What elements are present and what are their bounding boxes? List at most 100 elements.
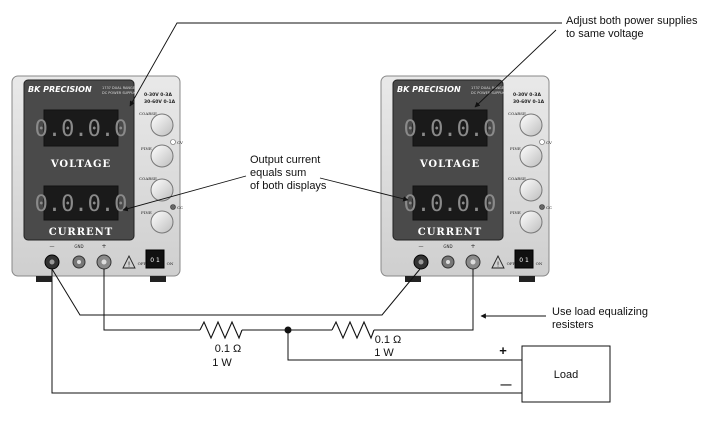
coarse-label-v: COARSE [508,111,526,116]
cc-label: CC [546,205,552,210]
brand-logo: BK PRECISION [397,85,461,94]
supply-foot-right [150,276,166,282]
resistor-1 [199,320,243,340]
terminal-hole [49,259,55,265]
voltage-coarse-knob[interactable] [519,113,543,137]
callout-output-right [319,177,409,202]
cc-label: CC [177,205,183,210]
model-line-2: DC POWER SUPPLY [102,91,136,95]
off-label: OFF [138,261,147,266]
cv-label: CV [546,140,552,145]
wire-positive-2 [374,269,474,331]
supply-foot-right [519,276,535,282]
voltage-label: VOLTAGE [50,159,111,170]
callout-output-left [122,175,247,212]
annotation-adjust-voltage: Adjust both power supplies to same volta… [566,15,698,40]
junction-node [284,326,292,334]
supply-foot-left [405,276,421,282]
plus-terminal-label: + [101,243,106,250]
callouts [122,22,562,319]
current-display [412,185,488,221]
voltage-label: VOLTAGE [419,159,480,170]
switch-marks: 0 1 [519,257,529,264]
supply-foot-left [36,276,52,282]
current-digits: 0.0.0.0 [404,192,497,217]
warning-icon [491,254,505,269]
resistor-1-power: 1 W [212,357,232,369]
voltage-coarse-knob[interactable] [150,113,174,137]
power-supply-2: BK PRECISION 1737 DUAL RANGE DC POWER SU… [380,75,552,282]
annotation-load-resistors: Use load equalizing resisters [552,306,649,331]
current-label: CURRENT [49,227,114,238]
minus-terminal-label: — [419,244,424,250]
cc-led [170,204,176,210]
current-display [43,185,119,221]
wire-negative-return [51,269,522,394]
fine-label-v: FINE [510,146,521,151]
wiring [51,268,522,394]
voltage-fine-knob[interactable] [519,144,543,168]
current-fine-knob[interactable] [150,210,174,234]
cv-label: CV [177,140,183,145]
brand-logo: BK PRECISION [28,85,92,94]
load-minus: — [501,379,512,391]
model-line-2: DC POWER SUPPLY [471,91,505,95]
current-digits: 0.0.0.0 [35,192,128,217]
current-fine-knob[interactable] [519,210,543,234]
wire-positive-1 [103,269,200,331]
wire-negative-link [51,268,421,316]
resistor-2-power: 1 W [374,347,394,359]
power-switch[interactable] [514,249,534,269]
minus-terminal-label: — [50,244,55,250]
range-label-1: 0-30V 0-3A [144,92,172,98]
terminal-hole [446,260,450,264]
coarse-label-v: COARSE [139,111,157,116]
power-switch[interactable] [145,249,165,269]
voltage-display [412,109,488,147]
annotation-output-current: Output current equals sum of both displa… [250,154,327,192]
fine-label-v: FINE [141,146,152,151]
on-label: ON [167,261,174,266]
warning-mark: ! [497,261,500,269]
terminal-hole [101,259,107,265]
on-label: ON [536,261,543,266]
terminal-hole [470,259,476,265]
coarse-label-c: COARSE [139,176,157,181]
gnd-label: GND [443,244,452,249]
load-box [521,345,611,403]
fine-label-c: FINE [141,210,152,215]
range-label-2: 30-60V 0-1A [144,99,176,105]
switch-marks: 0 1 [150,257,160,264]
current-label: CURRENT [418,227,483,238]
off-label: OFF [507,261,516,266]
voltage-display [43,109,119,147]
cc-led [539,204,545,210]
cv-led [170,139,176,145]
coarse-label-c: COARSE [508,176,526,181]
resistor-2 [331,320,375,340]
current-coarse-knob[interactable] [150,178,174,202]
warning-mark: ! [128,261,131,269]
wire-load-positive [287,330,522,361]
callout-adjust-right [474,29,557,108]
plus-terminal-label: + [470,243,475,250]
load-label: Load [554,369,578,381]
terminal-hole [418,259,424,265]
resistor-1-value: 0.1 Ω [215,343,242,355]
callout-adjust-left [129,22,562,107]
model-line-1: 1737 DUAL RANGE [102,86,135,90]
current-coarse-knob[interactable] [519,178,543,202]
power-supply-1: BK PRECISION 1737 DUAL RANGE DC POWER SU… [11,75,183,282]
terminal-hole [77,260,81,264]
range-label-2: 30-60V 0-1A [513,99,545,105]
load-plus: + [499,343,507,358]
voltage-digits: 0.0.0.0 [404,117,497,142]
cv-led [539,139,545,145]
range-label-1: 0-30V 0-3A [513,92,541,98]
model-line-1: 1737 DUAL RANGE [471,86,504,90]
resistor-2-value: 0.1 Ω [375,334,402,346]
gnd-label: GND [74,244,83,249]
voltage-fine-knob[interactable] [150,144,174,168]
